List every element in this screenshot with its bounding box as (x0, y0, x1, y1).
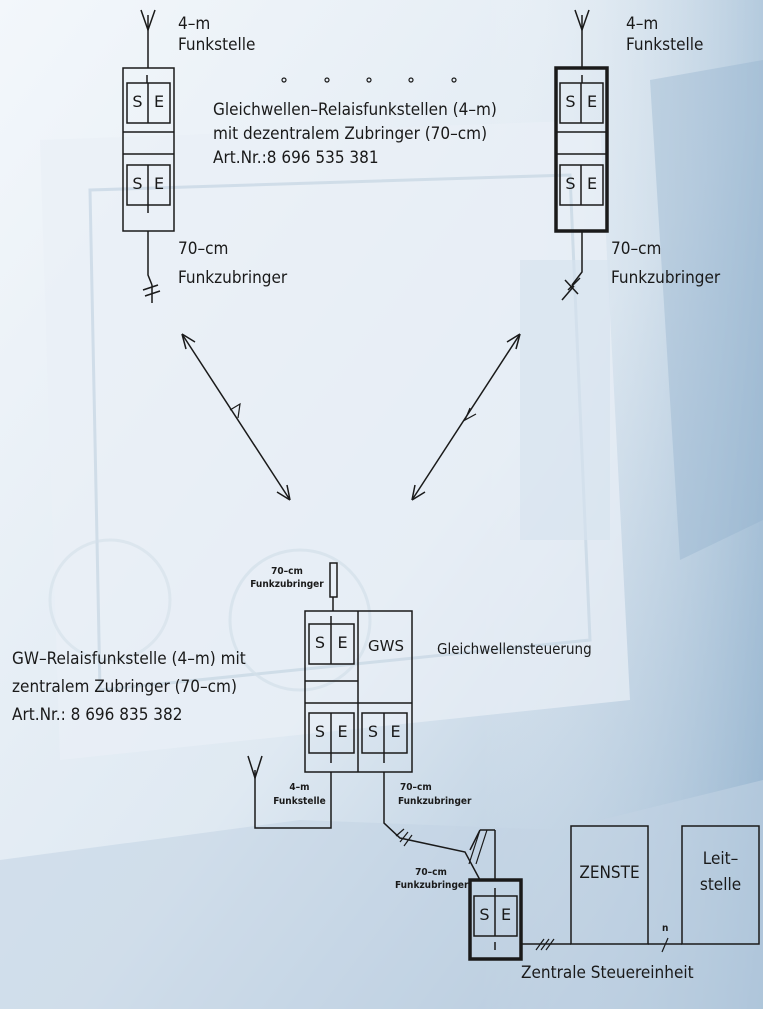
feeder-antenna-icon (468, 829, 488, 865)
feeder-antenna-icon (561, 277, 581, 301)
feeder-line (571, 231, 583, 286)
receive-label: E (390, 722, 401, 741)
send-label: S (132, 92, 143, 111)
feeder-line (147, 231, 153, 286)
r-feeder-name: Funkzubringer (611, 268, 721, 288)
antenna-icon (574, 9, 590, 33)
send-label: S (367, 722, 379, 741)
tr-station-label: Funkstelle (626, 35, 704, 55)
send-label: S (479, 905, 490, 924)
leitstelle-line2: stelle (699, 875, 742, 895)
receive-label: E (153, 174, 165, 193)
gw-desc-line1: GW–Relaisfunkstelle (4–m) mit (12, 649, 246, 669)
bottom-station: Funkstelle (273, 796, 326, 807)
top-desc-line3: Art.Nr.:8 696 535 381 (213, 148, 379, 168)
receive-label: E (153, 92, 165, 111)
link-4m (254, 770, 332, 829)
r-feeder-freq: 70–cm (611, 239, 662, 259)
relay-station-top-right (554, 9, 609, 301)
bottom-freq: 4–m (289, 782, 310, 793)
radio-link-right (411, 333, 521, 501)
receive-label: E (586, 174, 598, 193)
zenste-box (570, 825, 649, 945)
radio-link-left (181, 333, 291, 501)
send-label: S (565, 92, 576, 111)
antenna-icon (140, 9, 156, 33)
receive-label: E (500, 905, 512, 924)
tr-freq-label: 4–m (626, 14, 659, 34)
tl-station-label: Funkstelle (178, 35, 256, 55)
center-feeder-name: Funkzubringer (250, 579, 324, 590)
bottom-feeder-name: Funkzubringer (398, 796, 472, 807)
antenna-icon (247, 755, 263, 781)
bottom-feeder-freq: 70–cm (400, 782, 432, 793)
send-label: S (314, 633, 326, 652)
receive-label: E (337, 722, 348, 741)
link-70cm (383, 772, 481, 881)
tl-freq-label: 4–m (178, 14, 211, 34)
ellipsis-dots (281, 77, 457, 83)
receive-label: E (586, 92, 598, 111)
top-desc-line2: mit dezentralem Zubringer (70–cm) (213, 124, 488, 144)
feeder-antenna-icon (329, 562, 338, 598)
send-label: S (565, 174, 576, 193)
top-desc-line1: Gleichwellen–Relaisfunkstellen (4–m) (213, 100, 497, 120)
zentrale-steuereinheit-label: Zentrale Steuereinheit (521, 963, 694, 983)
send-label: S (314, 722, 326, 741)
leitstelle-box (681, 825, 760, 945)
lower-feeder-name: Funkzubringer (395, 880, 469, 891)
gws-box-label: GWS (368, 637, 404, 655)
l-feeder-freq: 70–cm (178, 239, 229, 259)
gws-description: Gleichwellensteuerung (437, 640, 592, 658)
zenste-label: ZENSTE (579, 863, 640, 883)
receive-label: E (337, 633, 348, 652)
gw-relay-station (247, 562, 495, 881)
l-feeder-name: Funkzubringer (178, 268, 288, 288)
relay-station-top-left (122, 9, 175, 303)
gw-desc-line3: Art.Nr.: 8 696 835 382 (12, 705, 183, 725)
n-label: n (662, 923, 669, 934)
feeder-antenna-icon (142, 284, 161, 303)
send-label: S (132, 174, 143, 193)
center-feeder-freq: 70–cm (271, 566, 303, 577)
remote-feeder-station (468, 830, 571, 961)
gw-desc-line2: zentralem Zubringer (70–cm) (12, 677, 237, 697)
leitstelle-line1: Leit– (702, 849, 739, 869)
lower-feeder-freq: 70–cm (415, 867, 447, 878)
